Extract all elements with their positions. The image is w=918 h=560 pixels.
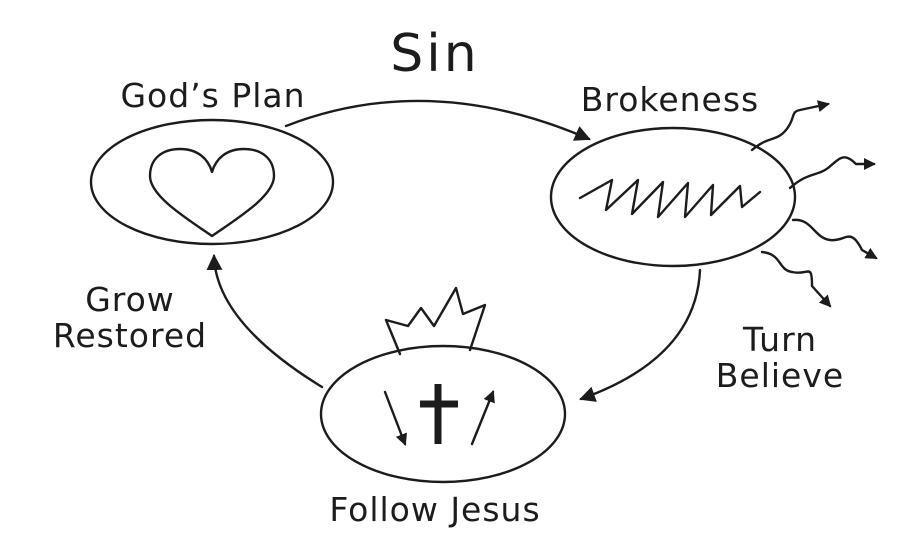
squiggle-arrow-3 xyxy=(791,218,878,260)
zigzag-icon xyxy=(578,178,762,219)
cross-icon xyxy=(420,384,458,444)
turn-believe-arrow xyxy=(579,268,702,402)
turn-believe-label: Turn Believe xyxy=(690,320,870,396)
brokenness-ellipse xyxy=(549,126,797,268)
heart-icon xyxy=(148,147,276,238)
grow-restored-arrow xyxy=(206,254,324,389)
squiggle-arrow-2 xyxy=(788,156,876,190)
up-arrow xyxy=(470,390,495,446)
brokenness-label: Brokeness xyxy=(580,80,760,119)
sin-arrow xyxy=(284,99,591,141)
squiggle-arrow-4 xyxy=(760,250,832,308)
believe-label: Believe xyxy=(715,356,845,396)
restored-label: Restored xyxy=(52,316,208,356)
squiggle-arrow-1 xyxy=(750,100,830,152)
plan-label: God’s Plan xyxy=(120,76,306,115)
down-arrow xyxy=(383,390,408,446)
follow-label: Follow Jesus xyxy=(329,490,541,529)
plan-ellipse xyxy=(89,118,335,246)
follow-ellipse xyxy=(319,344,567,484)
diagram-title: Sin xyxy=(390,24,480,84)
grow-label: Grow xyxy=(85,280,175,319)
grow-restored-label: Grow Restored xyxy=(40,280,220,356)
crown-icon xyxy=(384,286,487,356)
turn-label: Turn xyxy=(743,320,817,359)
